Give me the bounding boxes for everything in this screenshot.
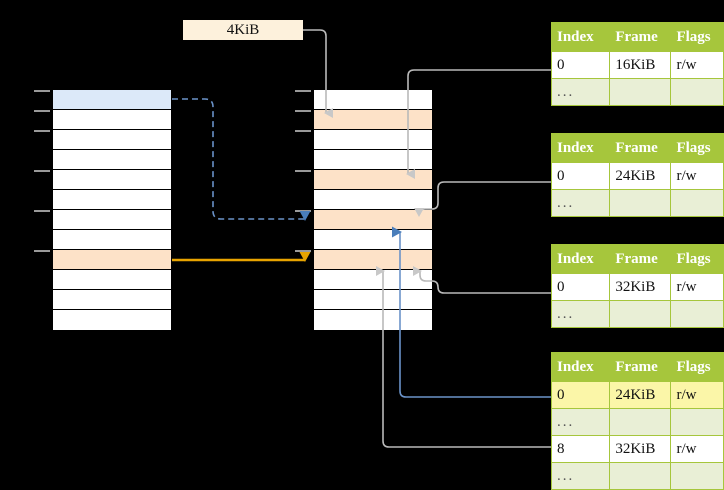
tick-mark	[295, 210, 311, 212]
column-header-frame: Frame	[609, 22, 672, 52]
memory-cell	[53, 110, 171, 130]
tick-mark	[34, 210, 50, 212]
cell-frame	[609, 462, 672, 490]
tick-mark	[34, 130, 50, 132]
memory-cell	[314, 90, 432, 110]
tick-mark	[34, 110, 50, 112]
cell-index: ...	[550, 462, 611, 490]
column-header-index: Index	[550, 352, 611, 382]
tick-mark	[34, 90, 50, 92]
cell-index: 0	[550, 51, 611, 79]
cell-flags: r/w	[670, 381, 724, 409]
cell-index: 8	[550, 435, 611, 463]
cell-index: 0	[550, 381, 611, 409]
table-row-ellipsis: ...	[550, 78, 724, 106]
tick-mark	[295, 90, 311, 92]
column-header-flags: Flags	[670, 133, 724, 163]
column-header-frame: Frame	[609, 244, 672, 274]
memory-cell	[53, 170, 171, 190]
tick-mark	[295, 170, 311, 172]
column-header-flags: Flags	[670, 22, 724, 52]
memory-cell	[314, 110, 432, 130]
cell-frame: 16KiB	[609, 51, 672, 79]
cell-flags	[670, 78, 724, 106]
memory-cell	[53, 190, 171, 210]
cell-frame	[609, 300, 672, 328]
cell-frame: 24KiB	[609, 162, 672, 190]
cell-frame: 24KiB	[609, 381, 672, 409]
tick-mark	[34, 250, 50, 252]
cell-flags	[670, 189, 724, 217]
cell-index: ...	[550, 300, 611, 328]
cell-index: ...	[550, 408, 611, 436]
cell-flags: r/w	[670, 51, 724, 79]
memory-cell	[314, 150, 432, 170]
tick-mark	[295, 110, 311, 112]
column-header-index: Index	[550, 133, 611, 163]
column-header-flags: Flags	[670, 244, 724, 274]
memory-cell	[53, 130, 171, 150]
memory-cell	[53, 290, 171, 310]
memory-cell	[314, 210, 432, 230]
tick-mark	[295, 250, 311, 252]
memory-cell	[314, 130, 432, 150]
cell-frame	[609, 78, 672, 106]
cell-index: ...	[550, 189, 611, 217]
table-row-ellipsis: ...	[550, 300, 724, 328]
cell-flags	[670, 300, 724, 328]
cell-flags: r/w	[670, 435, 724, 463]
memory-cell	[53, 150, 171, 170]
cell-frame	[609, 408, 672, 436]
cell-flags	[670, 408, 724, 436]
cell-index: 0	[550, 162, 611, 190]
memory-cell	[53, 250, 171, 270]
memory-cell	[53, 270, 171, 290]
cell-flags	[670, 462, 724, 490]
cell-flags: r/w	[670, 273, 724, 301]
memory-cell	[53, 210, 171, 230]
tick-mark	[34, 170, 50, 172]
memory-cell	[53, 310, 171, 330]
column-header-index: Index	[550, 244, 611, 274]
tick-mark	[295, 130, 311, 132]
column-header-frame: Frame	[609, 133, 672, 163]
cell-frame: 32KiB	[609, 435, 672, 463]
cell-index: 0	[550, 273, 611, 301]
cell-frame	[609, 189, 672, 217]
memory-cell	[53, 230, 171, 250]
memory-cell	[314, 170, 432, 190]
table-row-ellipsis: ...	[550, 462, 724, 490]
cell-flags: r/w	[670, 162, 724, 190]
memory-cell	[314, 190, 432, 210]
table-row-ellipsis: ...	[550, 408, 724, 436]
column-header-frame: Frame	[609, 352, 672, 382]
virtual-address-column	[52, 89, 172, 331]
size-label-4kib: 4KiB	[183, 20, 303, 40]
memory-cell	[53, 90, 171, 110]
cell-index: ...	[550, 78, 611, 106]
column-header-index: Index	[550, 22, 611, 52]
cell-frame: 32KiB	[609, 273, 672, 301]
column-header-flags: Flags	[670, 352, 724, 382]
table-row-ellipsis: ...	[550, 189, 724, 217]
